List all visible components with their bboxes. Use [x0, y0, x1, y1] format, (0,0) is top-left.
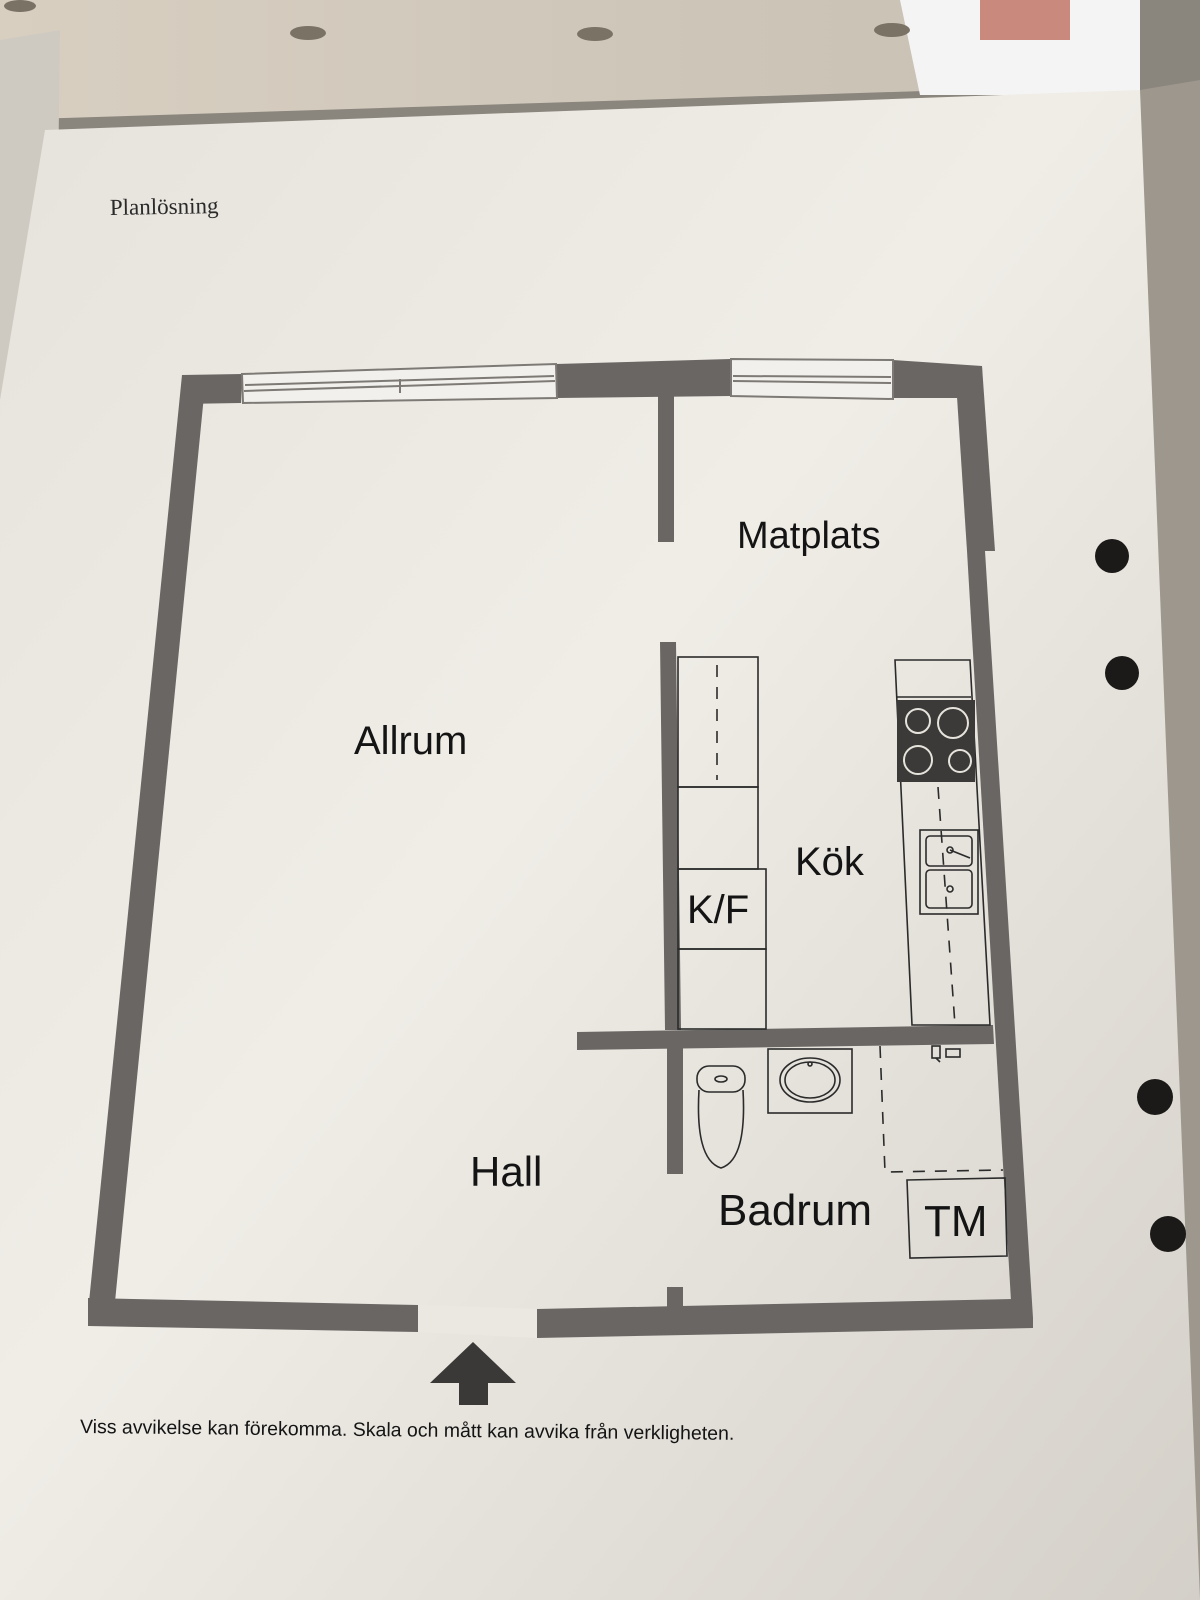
- wall-bottom-left: [88, 1298, 418, 1332]
- washing-machine-box: [906, 1177, 1008, 1259]
- stove-icon: [897, 700, 975, 782]
- wall-bath-top: [577, 1025, 994, 1050]
- wall-kitchen-partition: [660, 642, 681, 1030]
- wall-right-lower: [967, 551, 1033, 1318]
- floor-plan: Matplats Allrum Kök K/F Hall Badrum TM: [88, 357, 1033, 1405]
- kitchen-cabinets: [677, 656, 767, 1030]
- wall-bath-left: [667, 1048, 683, 1174]
- shower-area: [879, 1045, 1004, 1173]
- wall-top-mid: [556, 359, 731, 398]
- washbasin-icon: [767, 1048, 853, 1114]
- room-label-tm: TM: [924, 1197, 988, 1246]
- wall-bottom-right: [537, 1299, 1033, 1338]
- page-heading: Planlösning: [110, 193, 220, 220]
- bathroom-fixtures: [696, 1045, 1008, 1259]
- kitchen-counter: [894, 659, 991, 1026]
- wall-dining-stub: [658, 396, 674, 542]
- window-matplats: [730, 357, 894, 401]
- kitchen-sink-icon: [919, 829, 979, 915]
- walls: [88, 359, 1033, 1338]
- room-label-badrum: Badrum: [718, 1186, 872, 1235]
- punch-holes: [1095, 539, 1186, 1252]
- wall-bath-left-stub: [667, 1287, 683, 1313]
- shower-faucet-icon: [931, 1045, 961, 1063]
- room-label-kf: K/F: [687, 888, 749, 932]
- room-label-hall: Hall: [470, 1148, 542, 1195]
- paper-sheet: [0, 90, 1200, 1600]
- entrance-opening: [418, 1305, 537, 1338]
- windows: [240, 357, 894, 405]
- room-label-matplats: Matplats: [737, 515, 881, 557]
- room-label-kok: Kök: [795, 840, 865, 884]
- wall-left: [88, 375, 206, 1312]
- toilet-icon: [696, 1065, 746, 1169]
- room-label-allrum: Allrum: [354, 719, 467, 763]
- wall-right-upper: [955, 366, 995, 551]
- entrance-arrow-icon: [430, 1342, 516, 1405]
